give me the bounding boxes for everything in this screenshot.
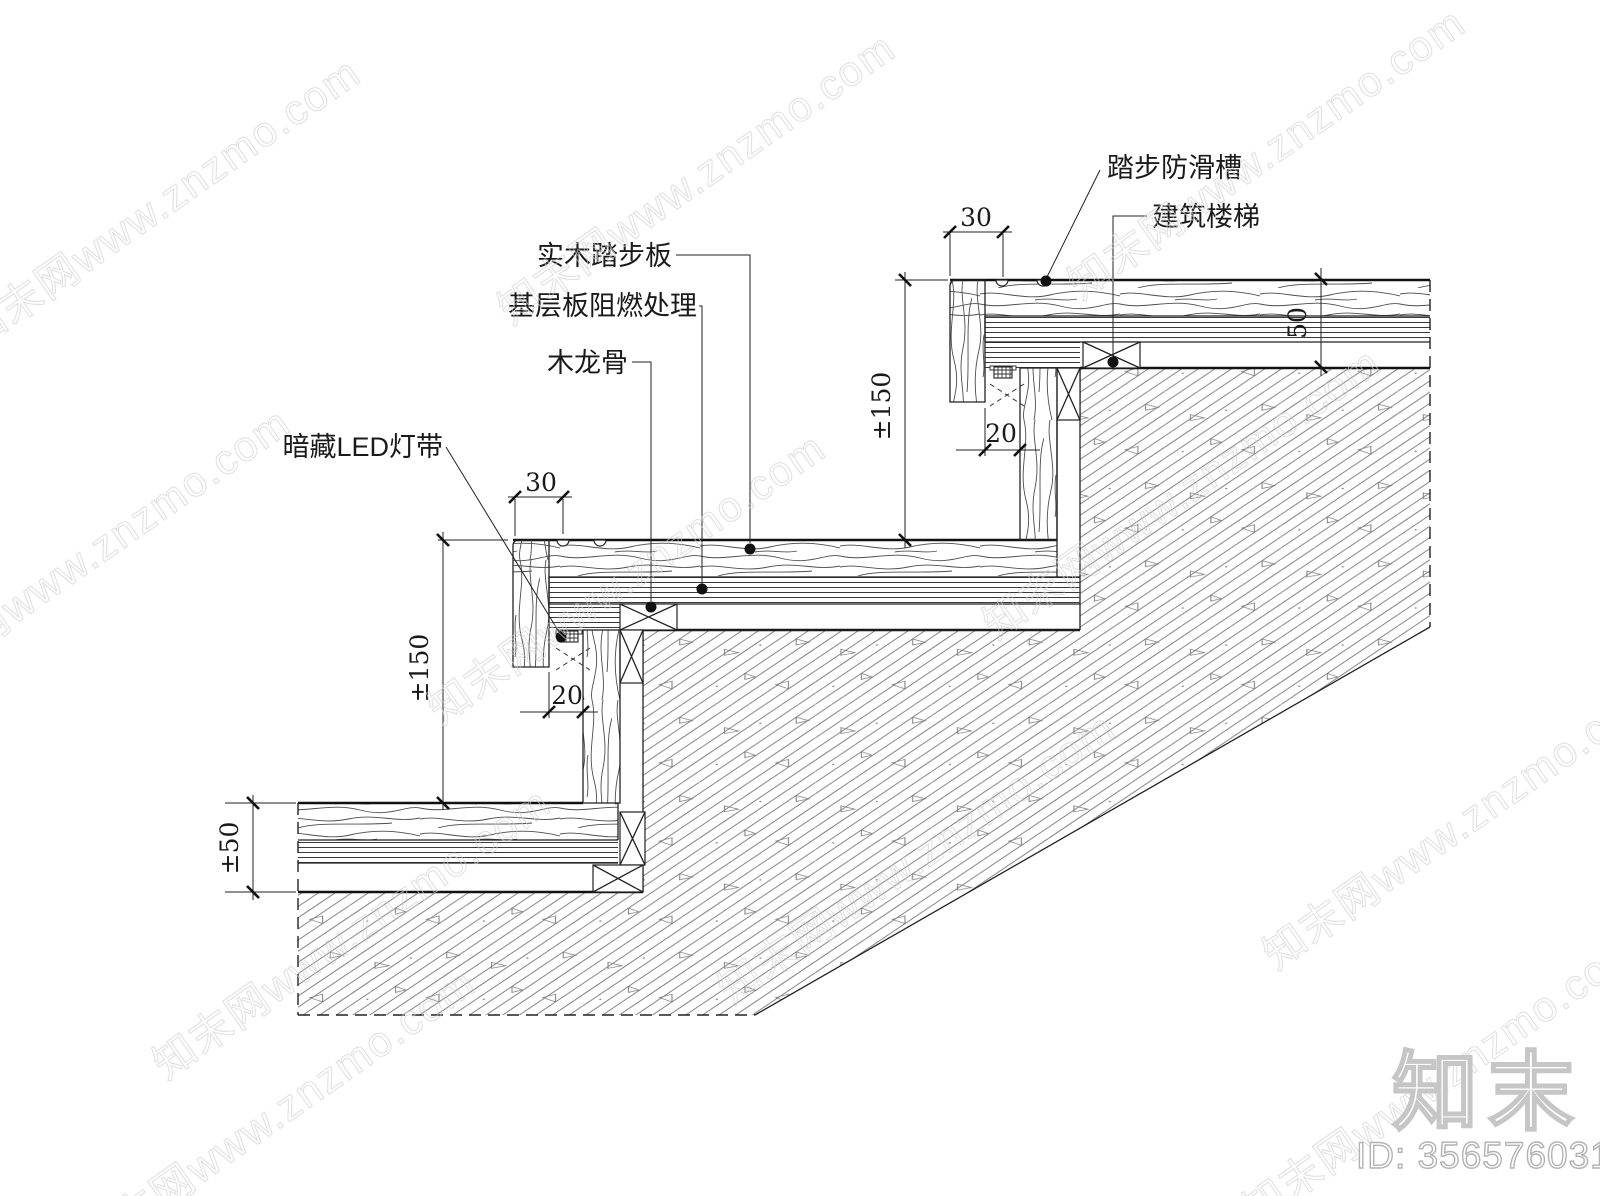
callout-anti-slip-groove: 踏步防滑槽: [1040, 153, 1242, 287]
floor-keel-x-lower: [592, 864, 644, 893]
middle-keel-x: [619, 603, 678, 631]
callout-hidden-led: 暗藏LED灯带: [282, 432, 567, 643]
dim-led-recess-top: 20: [956, 408, 1040, 457]
middle-layer-edges: [548, 540, 1080, 631]
middle-step-assembly: [512, 538, 1080, 804]
floor-keel-x-upper: [619, 811, 646, 866]
cut-lines: [297, 280, 1431, 1016]
middle-base-board: [549, 577, 1080, 604]
site-branding: 知末 ID: 356576031: [1355, 1044, 1600, 1177]
top-nose-block: [949, 279, 986, 403]
top-keel-column-x: [1056, 367, 1081, 421]
dim-text: ±50: [215, 822, 244, 875]
dim-rise-mid: ±150: [405, 532, 508, 810]
callout-label: 木龙骨: [547, 348, 628, 378]
dim-text: 30: [960, 203, 992, 232]
callouts: 踏步防滑槽 建筑楼梯 实木踏步板 基层板阻燃处理 木龙骨 暗藏LED灯带: [282, 153, 1260, 643]
watermark-text: 知末网www.znzmo.com: [0, 48, 369, 358]
top-keel-x: [1082, 341, 1141, 369]
leader-dot: [1107, 356, 1119, 368]
callout-wood-keel: 木龙骨: [547, 348, 657, 613]
top-groove-1: [995, 279, 1009, 287]
dim-led-recess-mid: 20: [520, 672, 598, 719]
top-layer-edges: [984, 315, 1430, 343]
concrete-fill: [298, 368, 1430, 1015]
site-id: ID: 356576031: [1356, 1135, 1600, 1176]
concrete-soffit-edge: [754, 626, 1431, 1016]
top-riser-board: [1019, 367, 1058, 541]
callout-base-board: 基层板阻燃处理: [508, 291, 708, 595]
floor-layer-edges: [298, 803, 619, 864]
floor-wood-layer: [298, 803, 618, 840]
callout-label: 实木踏步板: [537, 241, 672, 271]
led-light-rays: [555, 647, 591, 671]
floor-base-boards: [298, 840, 618, 863]
top-base-board: [985, 316, 1430, 342]
middle-tread-board: [513, 540, 1057, 577]
middle-second-board: [549, 604, 620, 630]
callout-solid-wood-tread: 实木踏步板: [537, 241, 756, 555]
dim-text: ±150: [867, 372, 896, 441]
middle-groove-2: [593, 539, 607, 547]
middle-riser-board: [582, 629, 621, 804]
dim-text: 20: [985, 419, 1017, 448]
leader-dot: [1040, 275, 1052, 287]
bottom-floor-assembly: [298, 801, 646, 893]
dim-text: 20: [551, 681, 583, 710]
watermark-text: 知末网www.znzmo.com: [489, 23, 903, 333]
callout-label: 暗藏LED灯带: [282, 432, 443, 462]
top-second-board: [985, 342, 1080, 368]
middle-keel-column-x: [619, 629, 644, 684]
dim-text: 30: [525, 468, 557, 497]
led-light-rays: [989, 383, 1025, 407]
dim-rise-top: ±150: [867, 272, 948, 548]
dim-floor-buildup: ±50: [215, 795, 296, 900]
top-led-strip: [989, 365, 1025, 407]
middle-groove-1: [556, 539, 570, 547]
callout-label: 建筑楼梯: [1152, 202, 1260, 232]
watermark-text: 知末网www.znzmo.com: [0, 398, 299, 708]
leader-dot: [744, 543, 756, 555]
dim-groove-offset-top: 30: [943, 203, 1012, 277]
leader-dot: [645, 601, 657, 613]
dim-text: ±150: [405, 634, 434, 703]
dim-groove-offset-mid: 30: [508, 468, 572, 536]
top-tread-board: [950, 280, 1430, 316]
callout-label: 踏步防滑槽: [1107, 153, 1242, 183]
leader-dot: [696, 583, 708, 595]
callout-building-stair: 建筑楼梯: [1107, 202, 1260, 368]
top-step-assembly: [949, 278, 1430, 541]
callout-label: 基层板阻燃处理: [508, 291, 697, 321]
dim-landing-buildup: 50: [1283, 268, 1328, 376]
site-logo: 知末: [1392, 1045, 1584, 1141]
watermark-text: 知末网www.znzmo.com: [1254, 668, 1600, 978]
dim-text: 50: [1283, 307, 1312, 339]
leader-dot: [555, 631, 567, 643]
led-lamp: [993, 366, 1013, 379]
dimensions: 30 30 ±150 ±150 ±50 20: [215, 203, 1328, 900]
